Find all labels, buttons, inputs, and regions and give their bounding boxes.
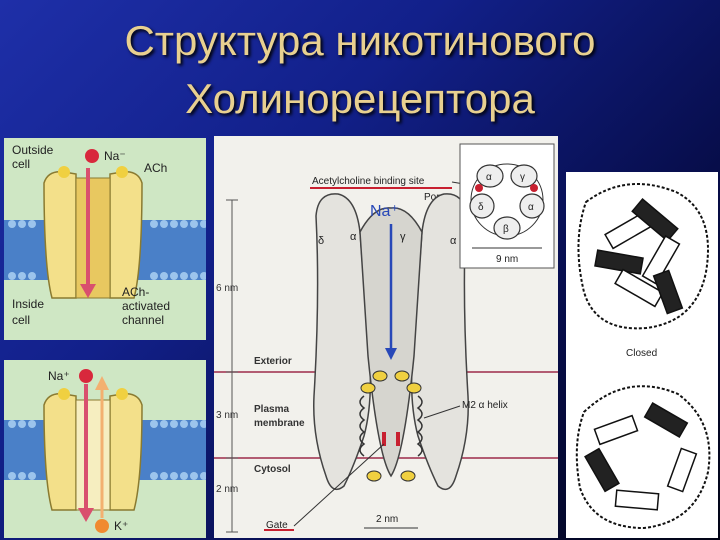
k-flow-arrowhead (95, 376, 109, 390)
scale-3nm-label: 3 nm (216, 410, 238, 421)
na-ion-2 (79, 369, 93, 383)
gate-pointer (293, 443, 385, 527)
closed-outline (577, 183, 709, 330)
helix-arrangement-svg: Closed (575, 183, 711, 530)
channel-subunit-right-2 (109, 392, 143, 511)
receptor-subunit-left (313, 193, 372, 491)
ach-site-right-2 (116, 388, 128, 400)
channel-core-2 (75, 399, 111, 511)
title-line-1: Структура никотинового (124, 17, 596, 64)
title-line-2: Холинорецептора (185, 75, 535, 122)
ach-site-left (58, 166, 70, 178)
scale-6nm-label: 6 nm (216, 283, 238, 294)
binding-site-label: Acetylcholine binding site (312, 176, 425, 187)
m2-helix-right (416, 395, 423, 457)
channel-label-2: activated (122, 299, 170, 313)
inset-alpha-1: α (486, 172, 492, 183)
na-ion (85, 149, 99, 163)
na-flow-arrowhead (78, 508, 94, 522)
inset-subunits (469, 164, 545, 240)
inside-label-2: cell (12, 313, 30, 327)
channel-ion-exchange-panel: Na⁺ K⁺ (4, 360, 206, 538)
inset-gamma: γ (520, 172, 525, 183)
lipid-heads-2 (8, 420, 206, 480)
ion-flow-arrowhead (80, 284, 96, 298)
channel-open-panel: Outside cell Na⁻ ACh Inside cell ACh- ac… (4, 138, 206, 340)
channel-label-1: ACh- (122, 285, 149, 299)
subunit-gamma: γ (400, 231, 406, 243)
helix-arrangement-panel: Closed (566, 172, 718, 538)
inset-scale-label: 9 nm (496, 254, 518, 265)
subunit-delta: δ (318, 235, 324, 247)
subunit-alpha-2: α (450, 235, 457, 247)
channel-exchange-svg: Na⁺ K⁺ (4, 369, 206, 533)
outside-label-2: cell (12, 157, 30, 171)
membrane-label: membrane (254, 418, 305, 429)
m2-helix-label: M2 α helix (462, 400, 508, 411)
k-ion (95, 519, 109, 533)
cytosol-label: Cytosol (254, 464, 291, 475)
inset-delta: δ (478, 202, 484, 213)
gate-residue-right (396, 432, 400, 446)
na-label: Na⁻ (104, 149, 126, 163)
ach-label: ACh (144, 161, 167, 175)
channel-open-svg: Outside cell Na⁻ ACh Inside cell ACh- ac… (4, 143, 206, 327)
closed-helices (594, 198, 684, 315)
m2-pointer (423, 405, 461, 419)
open-outline (575, 385, 711, 530)
channel-subunit-left (43, 170, 77, 299)
k-label: K⁺ (114, 519, 128, 533)
channel-subunit-left-2 (43, 392, 77, 511)
scale-2nm-label: 2 nm (216, 484, 238, 495)
channel-label-3: channel (122, 313, 164, 327)
lipid-heads (8, 220, 206, 280)
ach-site-right (116, 166, 128, 178)
inside-label: Inside (12, 297, 44, 311)
charge-ring-bottom (366, 470, 416, 482)
gate-residue-left (382, 432, 386, 446)
exterior-label: Exterior (254, 356, 292, 367)
inset-binding-left (475, 184, 483, 192)
plasma-label: Plasma (254, 404, 289, 415)
subunit-alpha-1: α (350, 231, 357, 243)
inset-binding-right (530, 184, 538, 192)
inset-beta: β (503, 224, 509, 235)
inset-alpha-2: α (528, 202, 534, 213)
gate-label: Gate (266, 520, 288, 531)
m2-helix-left (359, 395, 366, 457)
receptor-structure-svg: 6 nm 3 nm 2 nm Exterior Plasma membrane … (214, 143, 558, 533)
channel-core (75, 177, 111, 299)
na-label-blue: Na⁺ (370, 203, 399, 220)
open-helices (584, 402, 698, 511)
outside-label: Outside (12, 143, 54, 157)
pore-label: Pore (424, 192, 446, 203)
bottom-scale-label: 2 nm (376, 514, 398, 525)
receptor-structure-panel: 6 nm 3 nm 2 nm Exterior Plasma membrane … (214, 136, 558, 538)
receptor-subunit-right (410, 193, 469, 491)
na-label-2: Na⁺ (48, 369, 70, 383)
channel-subunit-right (109, 170, 143, 299)
na-entry-arrowhead (385, 348, 397, 360)
charge-ring-top (360, 370, 422, 394)
slide-title: Структура никотинового Холинорецептора (0, 12, 720, 128)
closed-label: Closed (626, 348, 657, 359)
ach-site-left-2 (58, 388, 70, 400)
